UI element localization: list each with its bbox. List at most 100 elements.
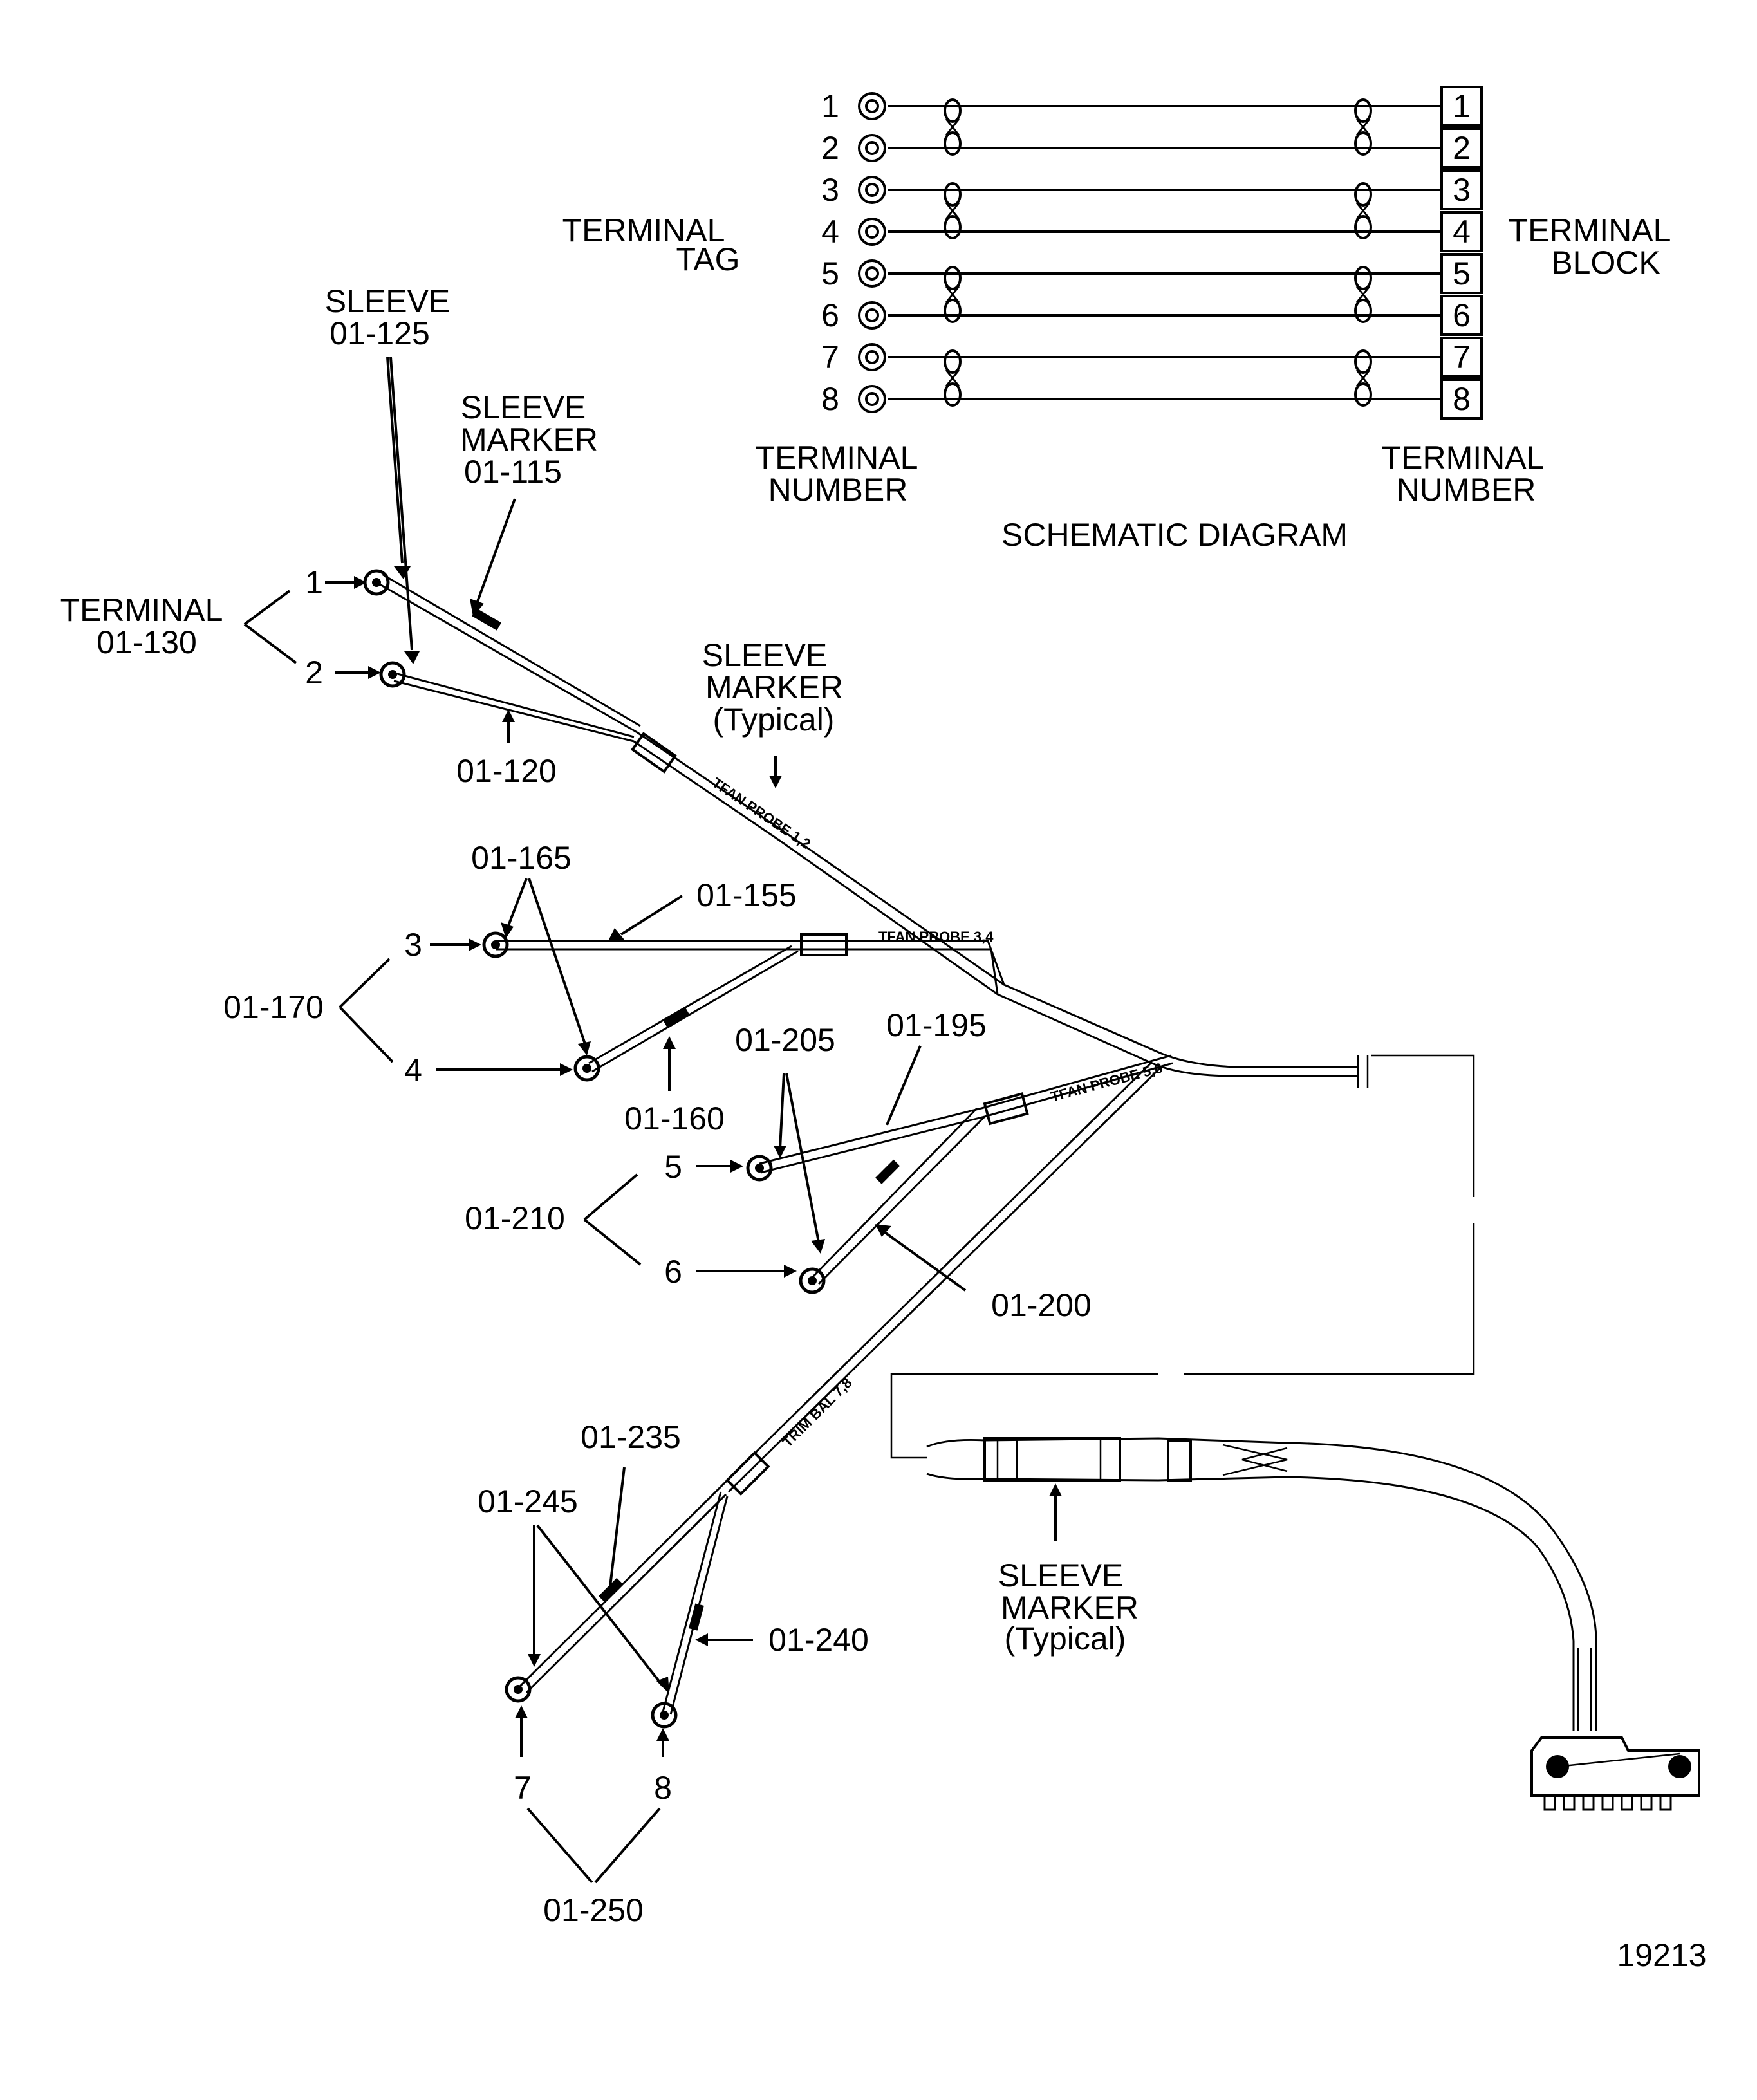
terminal-block-number-8: 8 bbox=[1453, 381, 1471, 417]
schematic-tag-number-3: 3 bbox=[821, 172, 839, 208]
label-01-155: 01-155 bbox=[696, 877, 797, 913]
schematic-tag-number-8: 8 bbox=[821, 381, 839, 417]
twisted-pair-marker bbox=[945, 202, 960, 219]
label-terminal-4: 4 bbox=[404, 1052, 422, 1088]
label-01-205: 01-205 bbox=[735, 1022, 835, 1058]
leader-lines bbox=[243, 357, 1062, 1884]
label-marker-typical-line3: (Typical) bbox=[713, 702, 835, 738]
terminal-tag-label-line1: TERMINAL bbox=[562, 212, 725, 248]
label-01-195: 01-195 bbox=[886, 1007, 987, 1043]
terminal-block-cell-5 bbox=[1440, 253, 1483, 294]
schematic-tag-number-4: 4 bbox=[821, 214, 839, 250]
right-terminal-number-label-line1: TERMINAL bbox=[1382, 440, 1545, 476]
terminal-block-number-1: 1 bbox=[1453, 88, 1471, 124]
twisted-pair-marker bbox=[1355, 286, 1371, 303]
schematic-tag-number-2: 2 bbox=[821, 130, 839, 166]
continuation-line bbox=[890, 1054, 1475, 1459]
label-marker2-line1: SLEEVE bbox=[998, 1557, 1124, 1594]
label-terminal-1: 1 bbox=[305, 564, 323, 600]
schematic-terminal-ring-1-icon bbox=[858, 92, 886, 120]
label-01-250: 01-250 bbox=[543, 1892, 644, 1928]
terminal-block-number-7: 7 bbox=[1453, 339, 1471, 375]
terminal-block-cell-7 bbox=[1440, 337, 1483, 378]
terminal-ring-3-icon bbox=[482, 931, 509, 958]
terminal-ring-7-icon bbox=[505, 1676, 532, 1703]
label-01-170: 01-170 bbox=[223, 989, 324, 1025]
terminal-block-number-6: 6 bbox=[1453, 297, 1471, 333]
label-terminal-6: 6 bbox=[664, 1254, 682, 1290]
label-terminal-3: 3 bbox=[404, 927, 422, 963]
label-01-120: 01-120 bbox=[456, 753, 557, 789]
terminal-ring-6-icon bbox=[799, 1267, 826, 1294]
branch-3-4 bbox=[482, 931, 1005, 1082]
schematic-title: SCHEMATIC DIAGRAM bbox=[1001, 517, 1348, 553]
cable-marking-fan-probe-1-2: TFAN PROBE 1,2 bbox=[709, 774, 813, 852]
label-terminal-130-line1: TERMINAL bbox=[60, 592, 223, 628]
callout-labels: SLEEVE 01-125 SLEEVE MARKER 01-115 TERMI… bbox=[60, 283, 1139, 1928]
schematic-terminal-ring-7-icon bbox=[858, 343, 886, 371]
figure-number: 19213 bbox=[1617, 1937, 1706, 1973]
twisted-pair-marker bbox=[1355, 369, 1371, 387]
schematic-terminal-ring-5-icon bbox=[858, 259, 886, 288]
terminal-block-number-3: 3 bbox=[1453, 172, 1471, 208]
schematic-tag-number-1: 1 bbox=[821, 88, 839, 124]
twisted-pair-marker bbox=[1355, 118, 1371, 136]
branch-5-6 bbox=[746, 1054, 1173, 1294]
label-01-245: 01-245 bbox=[478, 1483, 578, 1519]
terminal-block-cell-6 bbox=[1440, 295, 1483, 336]
terminal-block-cell-2 bbox=[1440, 127, 1483, 169]
label-marker-115-line1: SLEEVE bbox=[461, 389, 586, 425]
label-terminal-7: 7 bbox=[514, 1770, 532, 1806]
connector-assembly bbox=[926, 1437, 1700, 1811]
label-marker-typical-line2: MARKER bbox=[705, 669, 843, 705]
label-01-160: 01-160 bbox=[624, 1101, 725, 1137]
label-marker2-line2: MARKER bbox=[1001, 1590, 1139, 1626]
left-terminal-number-label-line1: TERMINAL bbox=[756, 440, 918, 476]
twisted-pair-marker bbox=[945, 369, 960, 387]
label-marker-115-line2: MARKER bbox=[460, 422, 598, 458]
schematic-terminal-ring-8-icon bbox=[858, 385, 886, 413]
schematic-tag-number-5: 5 bbox=[821, 256, 839, 292]
terminal-ring-5-icon bbox=[746, 1155, 773, 1182]
label-01-240: 01-240 bbox=[768, 1622, 869, 1658]
terminal-block-cell-1 bbox=[1440, 86, 1483, 127]
terminal-block-cell-3 bbox=[1440, 169, 1483, 210]
cable-marking-fan-probe-3-4: TFAN PROBE 3,4 bbox=[879, 929, 994, 945]
label-terminal-2: 2 bbox=[305, 655, 323, 691]
twisted-pair-marker bbox=[945, 286, 960, 303]
schematic-tag-number-7: 7 bbox=[821, 339, 839, 375]
right-terminal-number-label-line2: NUMBER bbox=[1397, 472, 1536, 508]
harness-drawing: TFAN PROBE 1,2 TFAN PROBE 3,4 TFAN PROBE… bbox=[60, 283, 1707, 1973]
cable-marking-trim-bal-7-8: TRIM BAL 7,8 bbox=[779, 1375, 855, 1451]
terminal-block-label-line1: TERMINAL bbox=[1509, 212, 1671, 248]
schematic-terminal-ring-2-icon bbox=[858, 134, 886, 162]
label-marker2-line3: (Typical) bbox=[1005, 1621, 1126, 1657]
terminal-block-cell-8 bbox=[1440, 378, 1483, 420]
terminal-ring-8-icon bbox=[651, 1702, 678, 1729]
schematic-terminal-ring-6-icon bbox=[858, 301, 886, 330]
terminal-block-label-line2: BLOCK bbox=[1551, 245, 1660, 281]
schematic-terminal-ring-3-icon bbox=[858, 176, 886, 204]
twisted-pair-marker bbox=[945, 118, 960, 136]
left-terminal-number-label-line2: NUMBER bbox=[768, 472, 908, 508]
terminal-ring-2-icon bbox=[379, 661, 406, 688]
terminal-block-number-4: 4 bbox=[1453, 214, 1471, 250]
label-terminal-8: 8 bbox=[654, 1770, 672, 1806]
label-marker-115-line3: 01-115 bbox=[464, 454, 562, 490]
schematic-terminal-ring-4-icon bbox=[858, 218, 886, 246]
label-sleeve-125-line2: 01-125 bbox=[330, 315, 430, 351]
label-terminal-5: 5 bbox=[664, 1149, 682, 1185]
twisted-pair-marker bbox=[1355, 202, 1371, 219]
terminal-block-number-2: 2 bbox=[1453, 130, 1471, 166]
terminal-block-number-5: 5 bbox=[1453, 256, 1471, 292]
label-terminal-130-line2: 01-130 bbox=[97, 624, 197, 660]
label-01-235: 01-235 bbox=[581, 1419, 681, 1455]
label-marker-typical-line1: SLEEVE bbox=[702, 637, 828, 673]
label-01-200: 01-200 bbox=[991, 1287, 1092, 1323]
label-01-165: 01-165 bbox=[471, 840, 572, 876]
branch-7-8 bbox=[505, 1061, 1161, 1729]
label-sleeve-125-line1: SLEEVE bbox=[325, 283, 451, 319]
